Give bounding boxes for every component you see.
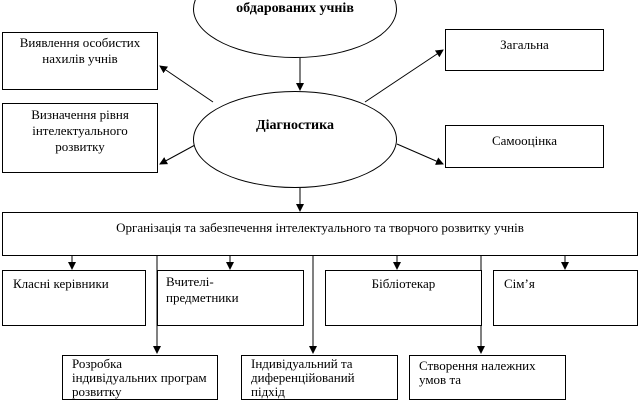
action-2-text: Індивідуальний та диференційований підхі… bbox=[251, 356, 355, 399]
arrow-to-left-box-2 bbox=[159, 144, 196, 165]
participant-3-text: Бібліотекар bbox=[371, 276, 436, 291]
left-box-2: Визначення рівня інтелектуального розвит… bbox=[2, 103, 158, 173]
diagnostics-node: Діагностика bbox=[193, 91, 397, 188]
action-1-text: Розробка індивідуальних програм розвитку bbox=[72, 356, 207, 399]
diagnostics-text: Діагностика bbox=[256, 118, 334, 133]
participant-4-text: Сім’я bbox=[504, 276, 535, 291]
participant-1-text: Класні керівники bbox=[13, 276, 109, 291]
top-node-text: обдарованих учнів bbox=[236, 1, 354, 16]
arrow-to-right-box-1 bbox=[364, 49, 444, 103]
right-box-2: Самооцінка bbox=[445, 125, 604, 168]
left-box-1-text: Виявлення особистих нахилів учнів bbox=[19, 35, 141, 66]
organization-box: Організація та забезпечення інтелектуаль… bbox=[2, 212, 638, 256]
left-box-2-text: Визначення рівня інтелектуального розвит… bbox=[31, 107, 129, 154]
right-box-1: Загальна bbox=[445, 29, 604, 71]
right-box-2-text: Самооцінка bbox=[491, 133, 558, 148]
left-box-1: Виявлення особистих нахилів учнів bbox=[2, 32, 158, 90]
participant-box-2: Вчителі-предметники bbox=[157, 270, 304, 326]
action-box-2: Індивідуальний та диференційований підхі… bbox=[241, 355, 398, 400]
participant-box-1: Класні керівники bbox=[2, 270, 146, 326]
organization-text: Організація та забезпечення інтелектуаль… bbox=[116, 220, 524, 235]
right-box-1-text: Загальна bbox=[500, 37, 549, 52]
participant-box-4: Сім’я bbox=[493, 270, 638, 326]
participant-box-3: Бібліотекар bbox=[325, 270, 482, 326]
arrow-to-right-box-2 bbox=[396, 143, 444, 165]
action-box-3: Створення належних умов та bbox=[409, 355, 566, 400]
arrow-to-left-box-1 bbox=[159, 65, 214, 103]
participant-2-text: Вчителі-предметники bbox=[166, 274, 239, 305]
action-box-1: Розробка індивідуальних програм розвитку bbox=[62, 355, 218, 400]
action-3-text: Створення належних умов та bbox=[419, 358, 536, 387]
